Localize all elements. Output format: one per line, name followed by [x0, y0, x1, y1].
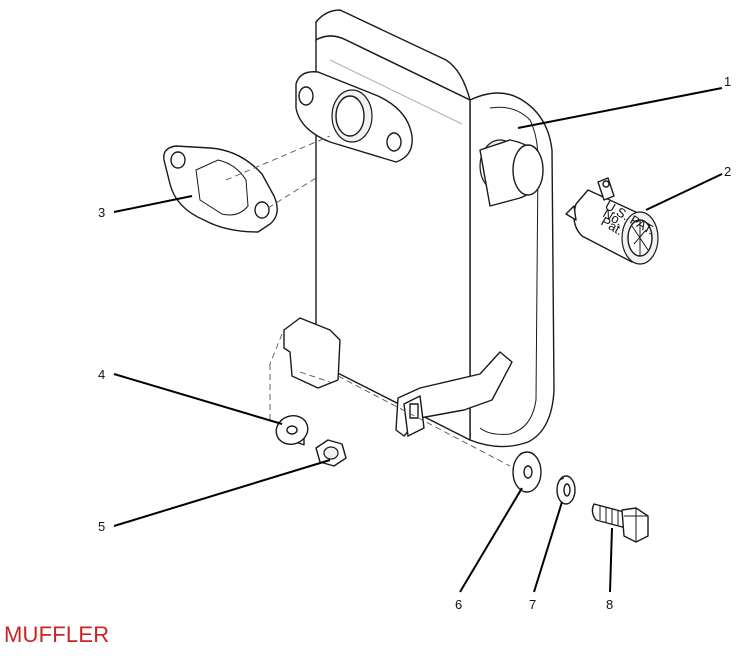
callout-4: 4: [98, 367, 105, 382]
callout-2: 2: [724, 164, 731, 179]
hex-bolt: [591, 503, 649, 543]
leader-1: [517, 87, 723, 129]
leader-8: [609, 527, 613, 593]
callout-6: 6: [455, 597, 462, 612]
spark-arrestor: U.S. PAT. No. Pat.: [565, 177, 659, 265]
callout-8: 8: [606, 597, 613, 612]
leader-lines: [113, 87, 723, 593]
leader-7: [533, 501, 563, 593]
leader-4: [113, 373, 283, 425]
gasket: [163, 145, 278, 233]
callout-1: 1: [724, 74, 731, 89]
flat-washer-right: [512, 451, 542, 493]
leader-3: [113, 195, 193, 213]
assembly-guide-lines: [225, 135, 511, 467]
callout-5: 5: [98, 519, 105, 534]
diagram-title: MUFFLER: [4, 622, 110, 647]
hex-nut: [315, 439, 347, 467]
leader-5: [113, 459, 331, 527]
callout-numbers: 1 2 3 4 5 6 7 8: [98, 74, 731, 612]
callout-7: 7: [529, 597, 536, 612]
callout-3: 3: [98, 205, 105, 220]
leader-6: [459, 487, 523, 593]
inlet-flange: [295, 71, 413, 163]
flat-washer-left: [275, 415, 309, 445]
lock-washer: [556, 475, 576, 505]
leader-2: [645, 173, 723, 211]
